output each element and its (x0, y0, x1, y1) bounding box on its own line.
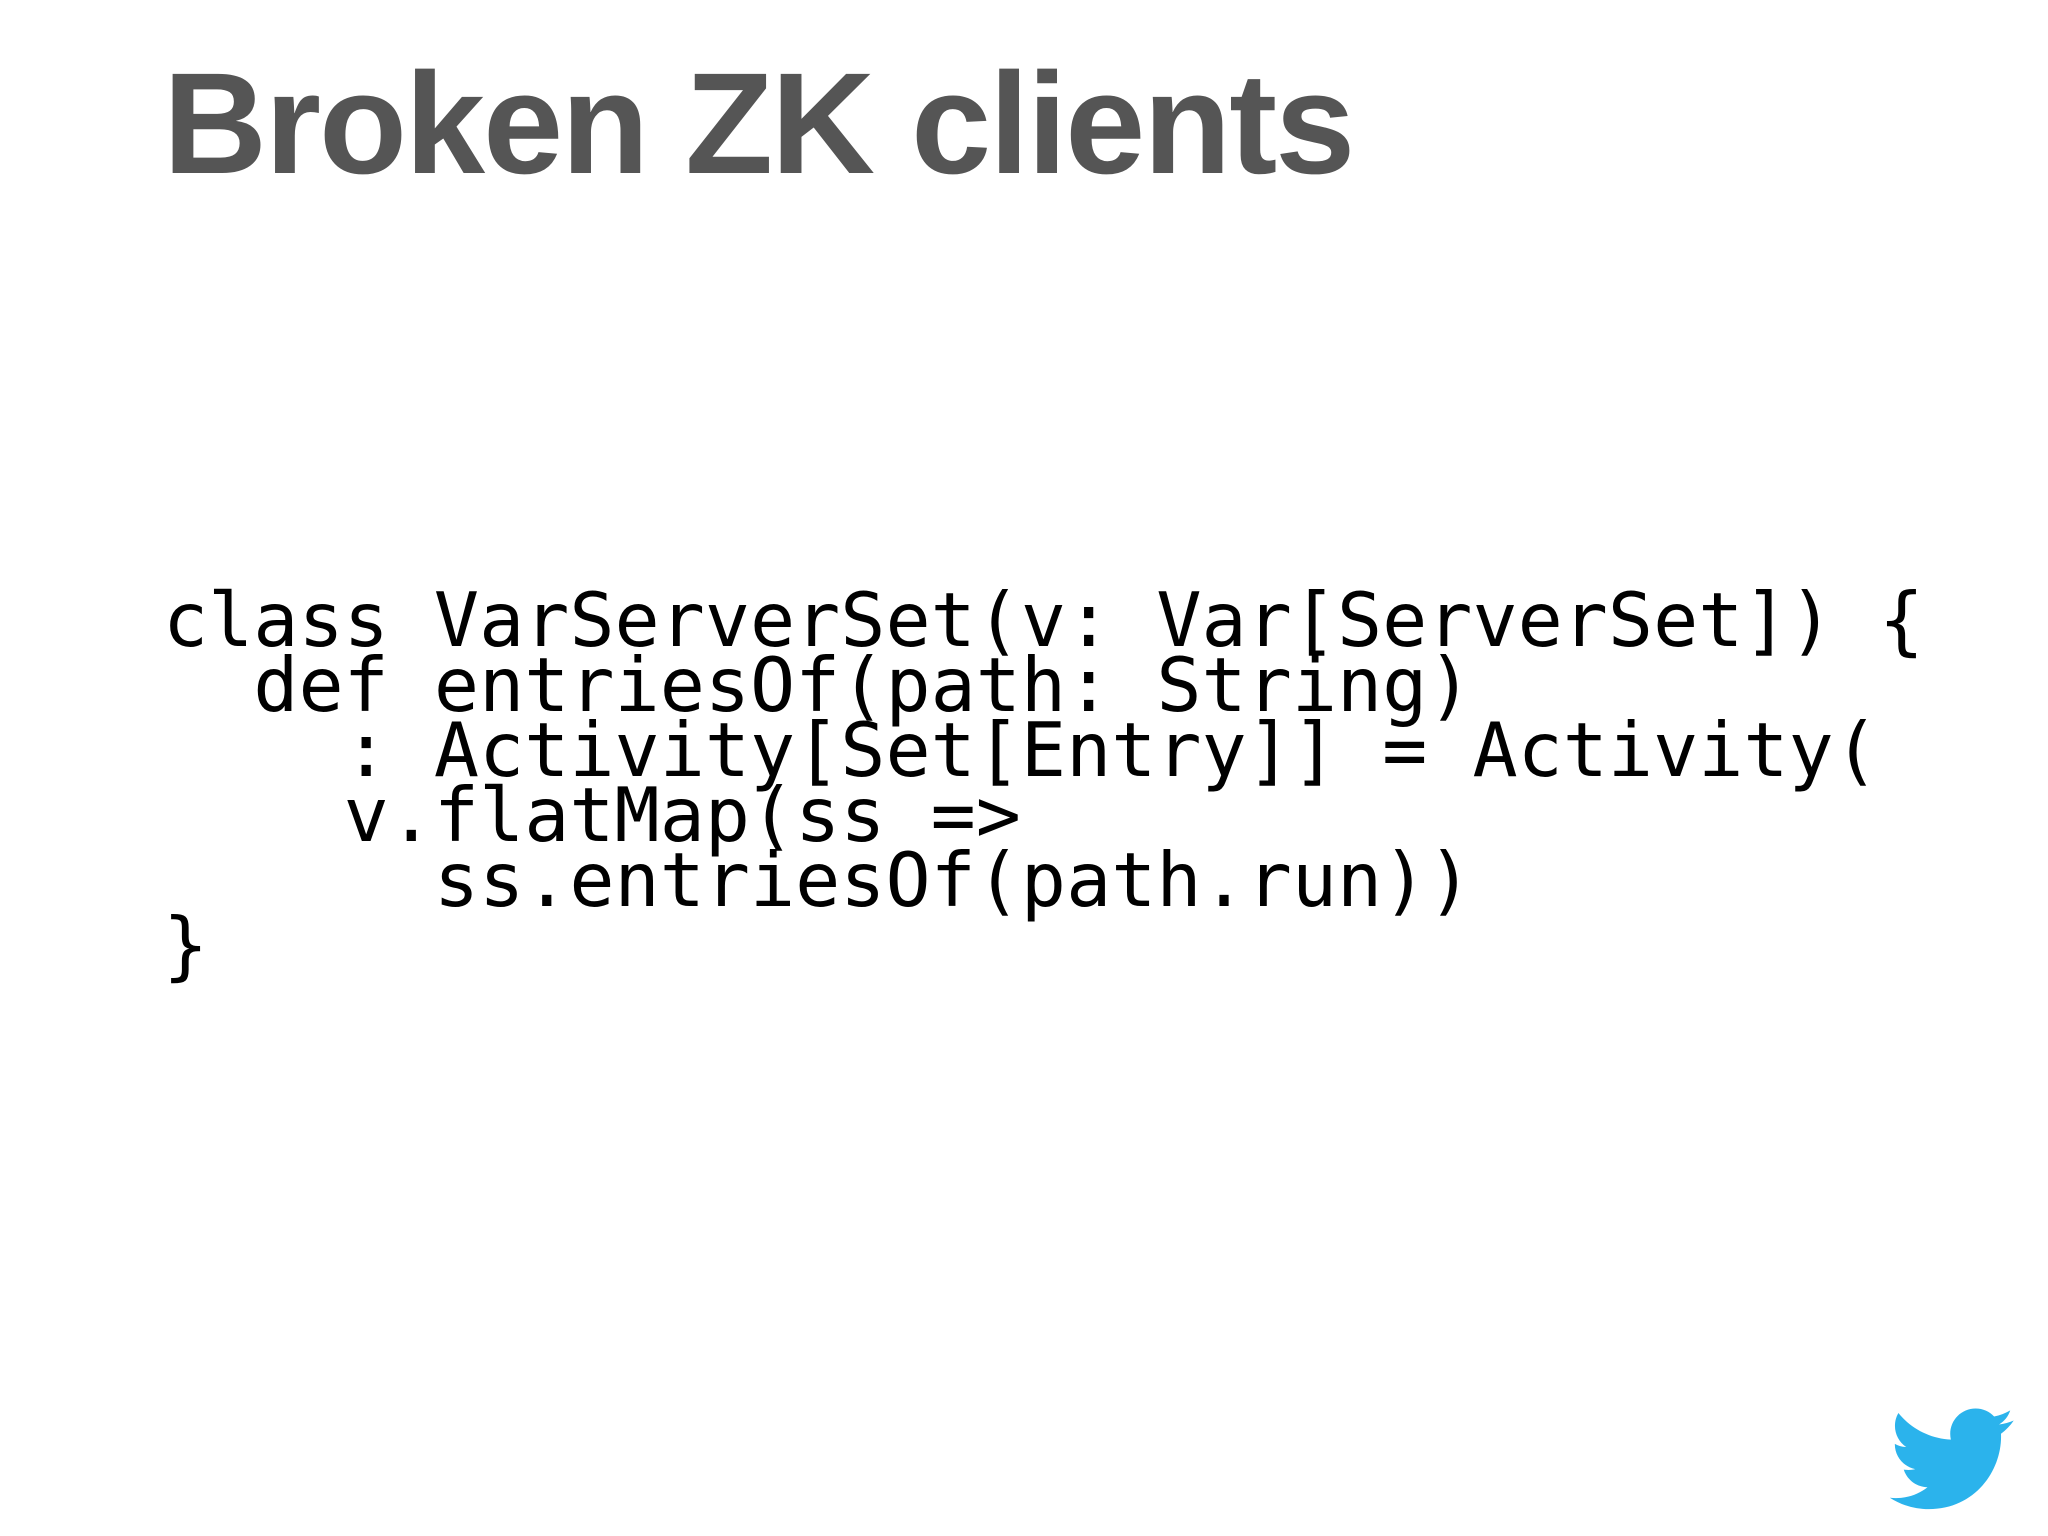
code-line: def entriesOf(path: String) (163, 641, 1473, 729)
code-content: class VarServerSet(v: Var[ServerSet]) { … (163, 576, 1924, 989)
code-line: ss.entriesOf(path.run)) (163, 836, 1473, 924)
code-line: v.flatMap(ss => (163, 771, 1021, 859)
page-title: Broken ZK clients (163, 43, 1355, 204)
code-line: class VarServerSet(v: Var[ServerSet]) { (163, 576, 1924, 664)
code-line: : Activity[Set[Entry]] = Activity( (163, 706, 1879, 794)
twitter-bird-icon (1890, 1408, 2014, 1512)
code-line: } (163, 901, 209, 989)
code-block: class VarServerSet(v: Var[ServerSet]) { … (163, 576, 1924, 989)
